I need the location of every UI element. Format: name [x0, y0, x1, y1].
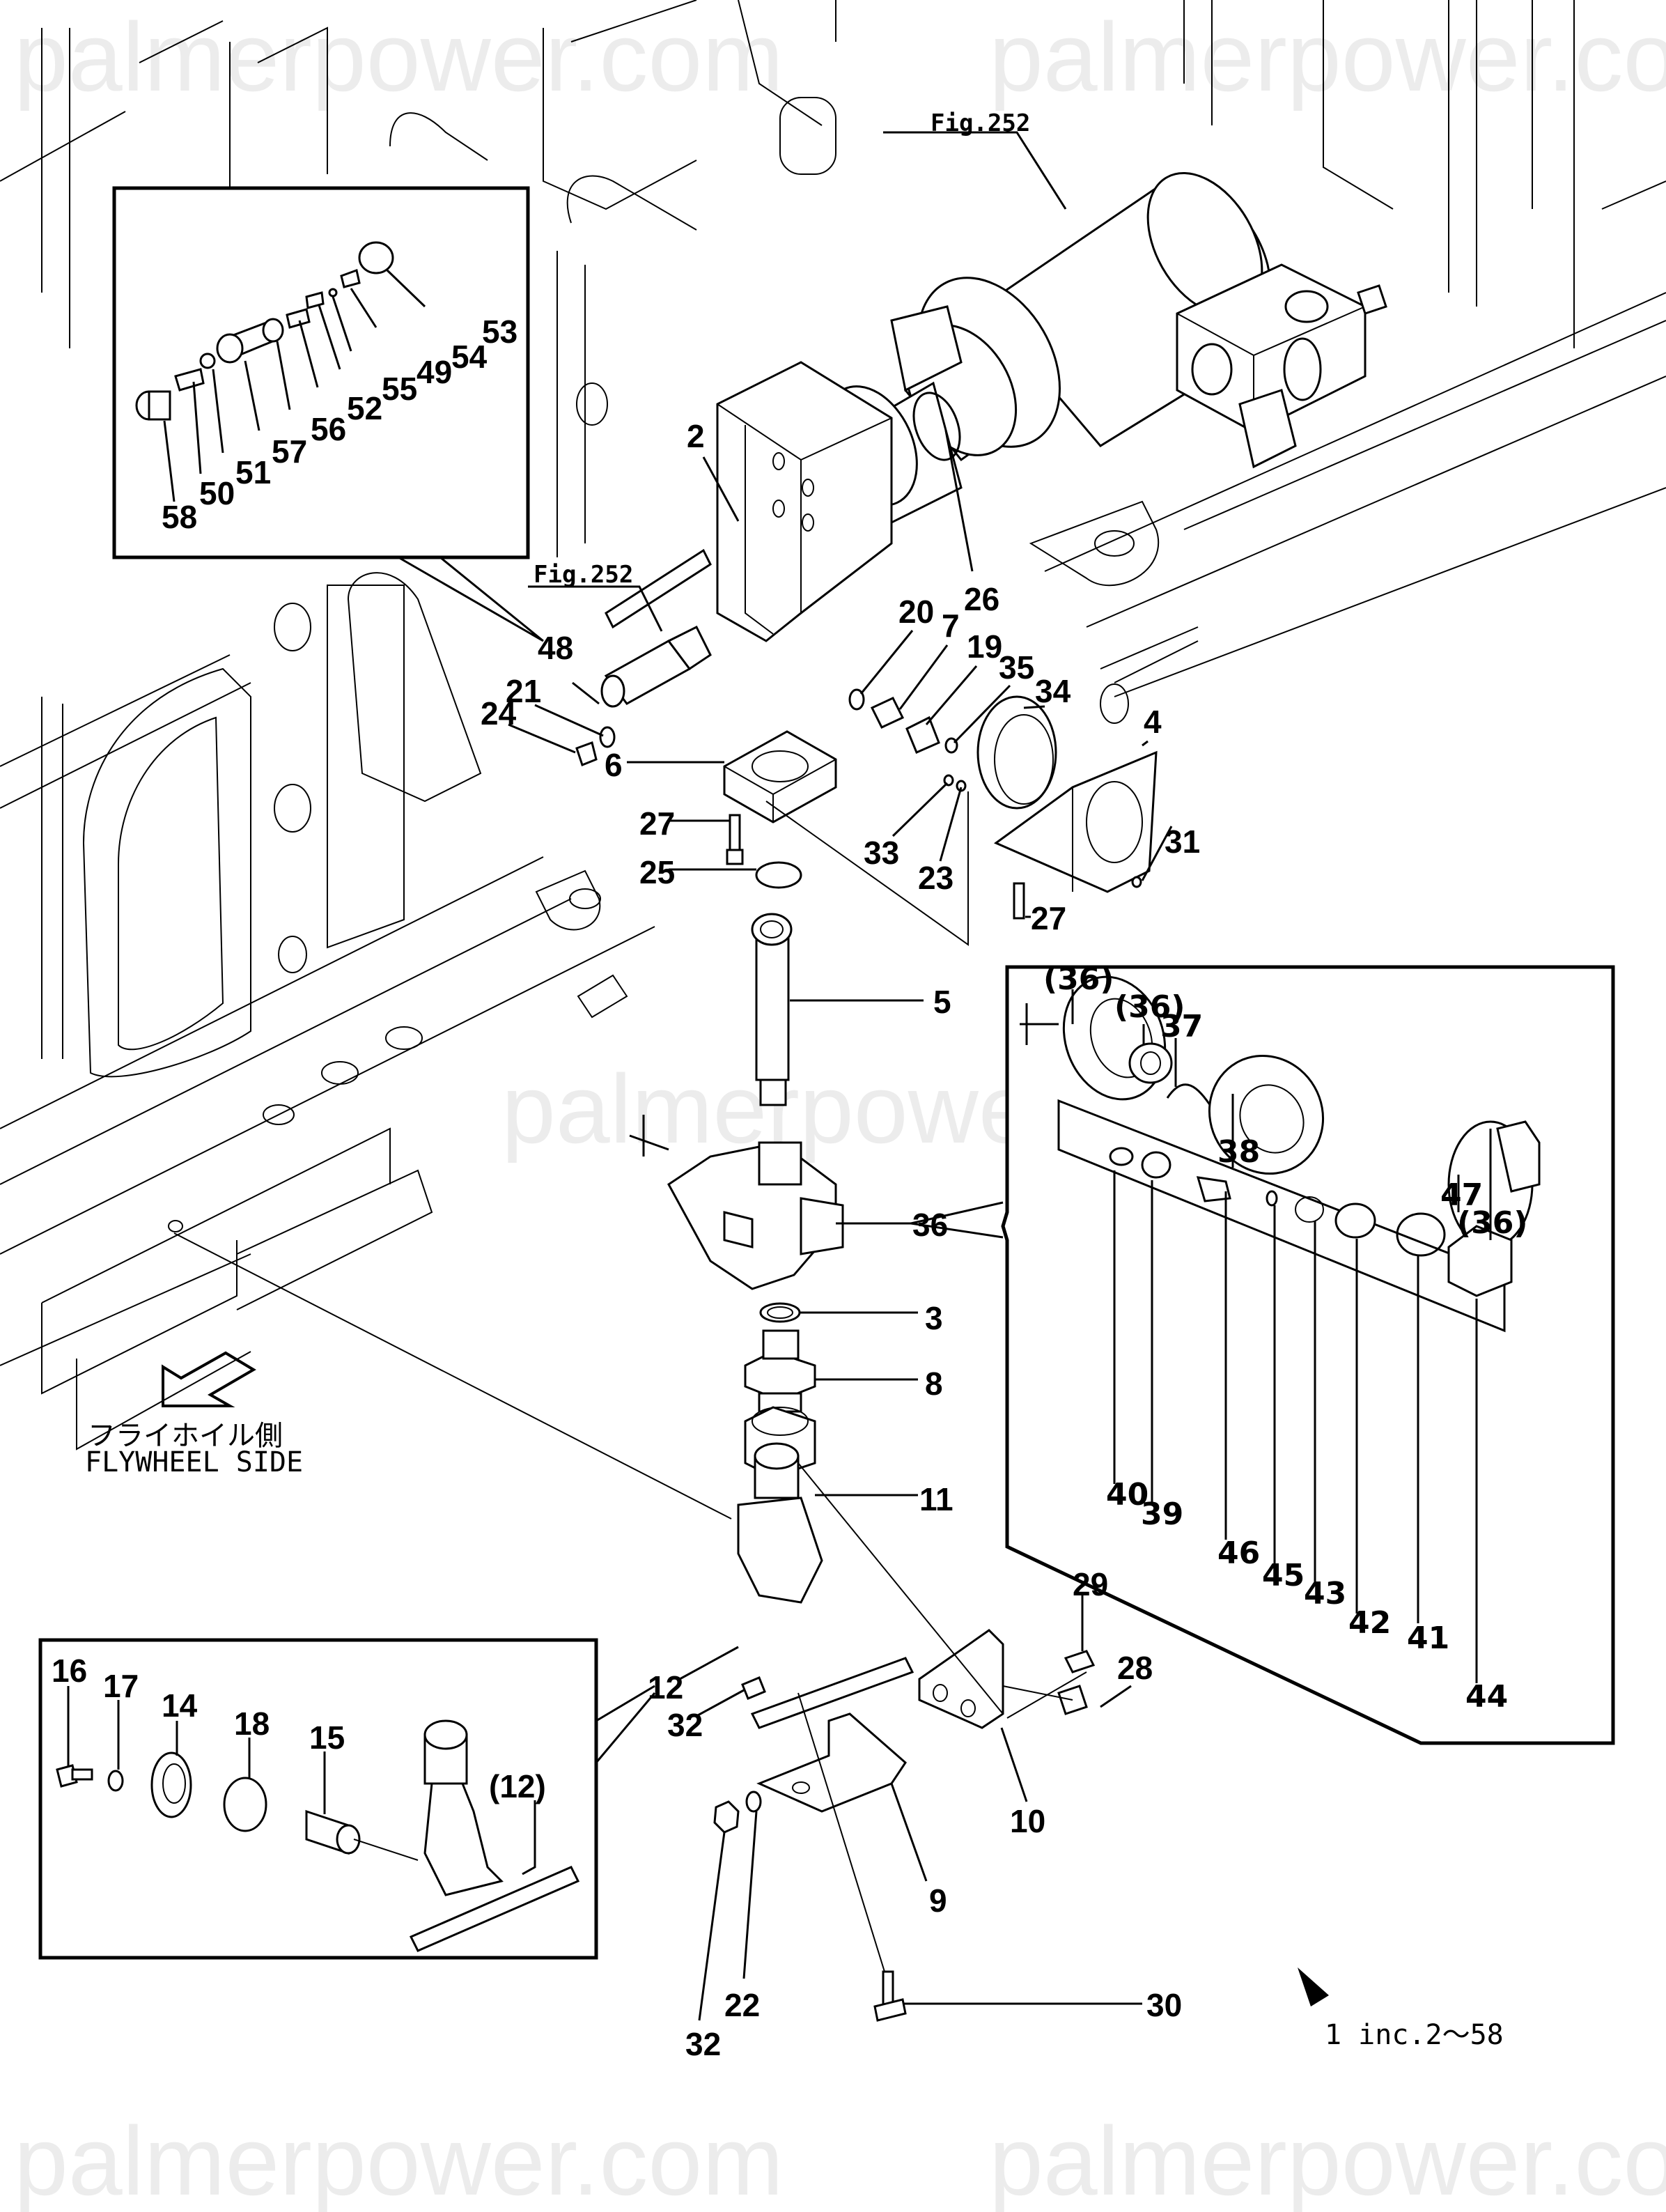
callout-21: 21 [506, 673, 541, 709]
fig-ref-top: Fig.252 [931, 109, 1030, 137]
callout-31: 31 [1165, 823, 1200, 860]
callout-53: 53 [482, 314, 517, 350]
figure-references: Fig.252 Fig.252 [534, 109, 1030, 589]
flywheel-side-indicator: フライホイル側 FLYWHEEL SIDE [85, 1351, 303, 1478]
callout-26: 26 [964, 581, 999, 617]
callout-43: 43 [1304, 1576, 1346, 1611]
callout-42: 42 [1348, 1605, 1391, 1641]
inset-relief-valve: 58 50 51 57 56 52 55 49 54 53 [112, 186, 544, 642]
arrow-down-left-icon [162, 1351, 256, 1407]
callout-51: 51 [235, 454, 271, 490]
flywheel-side-label-jp: フライホイル側 [88, 1420, 283, 1452]
callout-15: 15 [309, 1719, 345, 1756]
inset-valve-36: (36) (36) 37 38 47 (36) 40 39 46 45 43 4… [1001, 961, 1615, 1745]
triangle-pointer-icon [1298, 1967, 1329, 2006]
callout-40: 40 [1106, 1477, 1149, 1513]
callout-30: 30 [1146, 1987, 1182, 2023]
callout-24: 24 [481, 695, 517, 732]
callout-36-housing: (36) [1457, 1205, 1527, 1241]
watermark-top-right: palmerpower.com [989, 2, 1666, 111]
callout-36-seat: (36) [1114, 989, 1185, 1025]
callout-8: 8 [925, 1366, 943, 1402]
callout-48: 48 [538, 630, 573, 666]
callout-12: 12 [648, 1669, 683, 1706]
callout-9: 9 [929, 1882, 947, 1919]
callout-20: 20 [898, 594, 934, 630]
callout-39: 39 [1141, 1496, 1183, 1532]
callout-10: 10 [1010, 1803, 1045, 1839]
callout-25: 25 [639, 854, 675, 890]
callout-27-right: 27 [1031, 900, 1066, 936]
callout-18: 18 [234, 1706, 270, 1742]
callout-14: 14 [162, 1687, 198, 1724]
callout-22: 22 [724, 1987, 760, 2023]
callout-56: 56 [311, 411, 346, 447]
callout-11: 11 [919, 1481, 953, 1517]
callout-17: 17 [103, 1668, 139, 1704]
callout-27-left: 27 [639, 805, 675, 842]
engine-block-outline [0, 0, 1666, 1451]
callout-36-body: (36) [1043, 961, 1114, 997]
callout-2: 2 [687, 418, 705, 454]
starter-motor-drawing [823, 172, 1387, 532]
callout-46: 46 [1217, 1536, 1260, 1571]
callout-41: 41 [1407, 1621, 1449, 1656]
callout-52: 52 [347, 390, 382, 426]
watermark-top-left: palmerpower.com [14, 2, 784, 111]
inset-elbow-12: 16 17 14 18 15 (12) [38, 1638, 598, 1960]
callout-38: 38 [1217, 1134, 1260, 1170]
main-callouts: 2 26 20 7 19 35 34 4 48 21 24 6 27 25 33… [481, 418, 1200, 2062]
watermarks: palmerpower.com palmerpower.com palmerpo… [14, 2, 1666, 2212]
callout-36: 36 [912, 1207, 948, 1243]
callout-45: 45 [1262, 1558, 1305, 1593]
callout-37: 37 [1160, 1009, 1203, 1044]
callout-28: 28 [1117, 1650, 1153, 1686]
callout-58: 58 [162, 499, 197, 535]
callout-23: 23 [918, 860, 953, 896]
callout-7: 7 [942, 608, 960, 644]
callout-32-upper: 32 [667, 1707, 703, 1743]
callout-4: 4 [1144, 704, 1162, 740]
callout-50: 50 [199, 475, 235, 511]
callout-55: 55 [382, 371, 417, 407]
callout-35: 35 [999, 649, 1034, 686]
callout-19: 19 [967, 628, 1002, 665]
callout-54: 54 [451, 339, 488, 375]
callout-34: 34 [1035, 673, 1071, 709]
callout-49: 49 [416, 354, 452, 390]
fig-ref-left: Fig.252 [534, 561, 633, 589]
leader-lines [173, 131, 1173, 2021]
main-exploded-parts [575, 361, 1158, 2022]
inset-relief-valve-frame [112, 186, 530, 559]
assembly-note-text: 1 inc.2〜58 [1325, 2019, 1504, 2051]
assembly-note: 1 inc.2〜58 [1298, 1967, 1504, 2051]
callout-44: 44 [1465, 1679, 1508, 1715]
callout-57: 57 [272, 433, 307, 470]
callout-3: 3 [925, 1300, 943, 1336]
watermark-bottom-right: palmerpower.com [989, 2106, 1666, 2212]
callout-5: 5 [933, 984, 951, 1020]
flywheel-side-label-en: FLYWHEEL SIDE [85, 1446, 303, 1478]
callout-12-ref: (12) [489, 1768, 546, 1804]
watermark-bottom-left: palmerpower.com [14, 2106, 784, 2212]
callout-32-lower: 32 [685, 2026, 721, 2062]
callout-47: 47 [1440, 1177, 1483, 1213]
o-ring-25 [755, 861, 802, 889]
callout-16: 16 [52, 1653, 87, 1689]
callout-29: 29 [1073, 1566, 1108, 1602]
o-ring-26 [912, 392, 961, 461]
callout-33: 33 [864, 835, 899, 871]
callout-6: 6 [605, 747, 623, 783]
